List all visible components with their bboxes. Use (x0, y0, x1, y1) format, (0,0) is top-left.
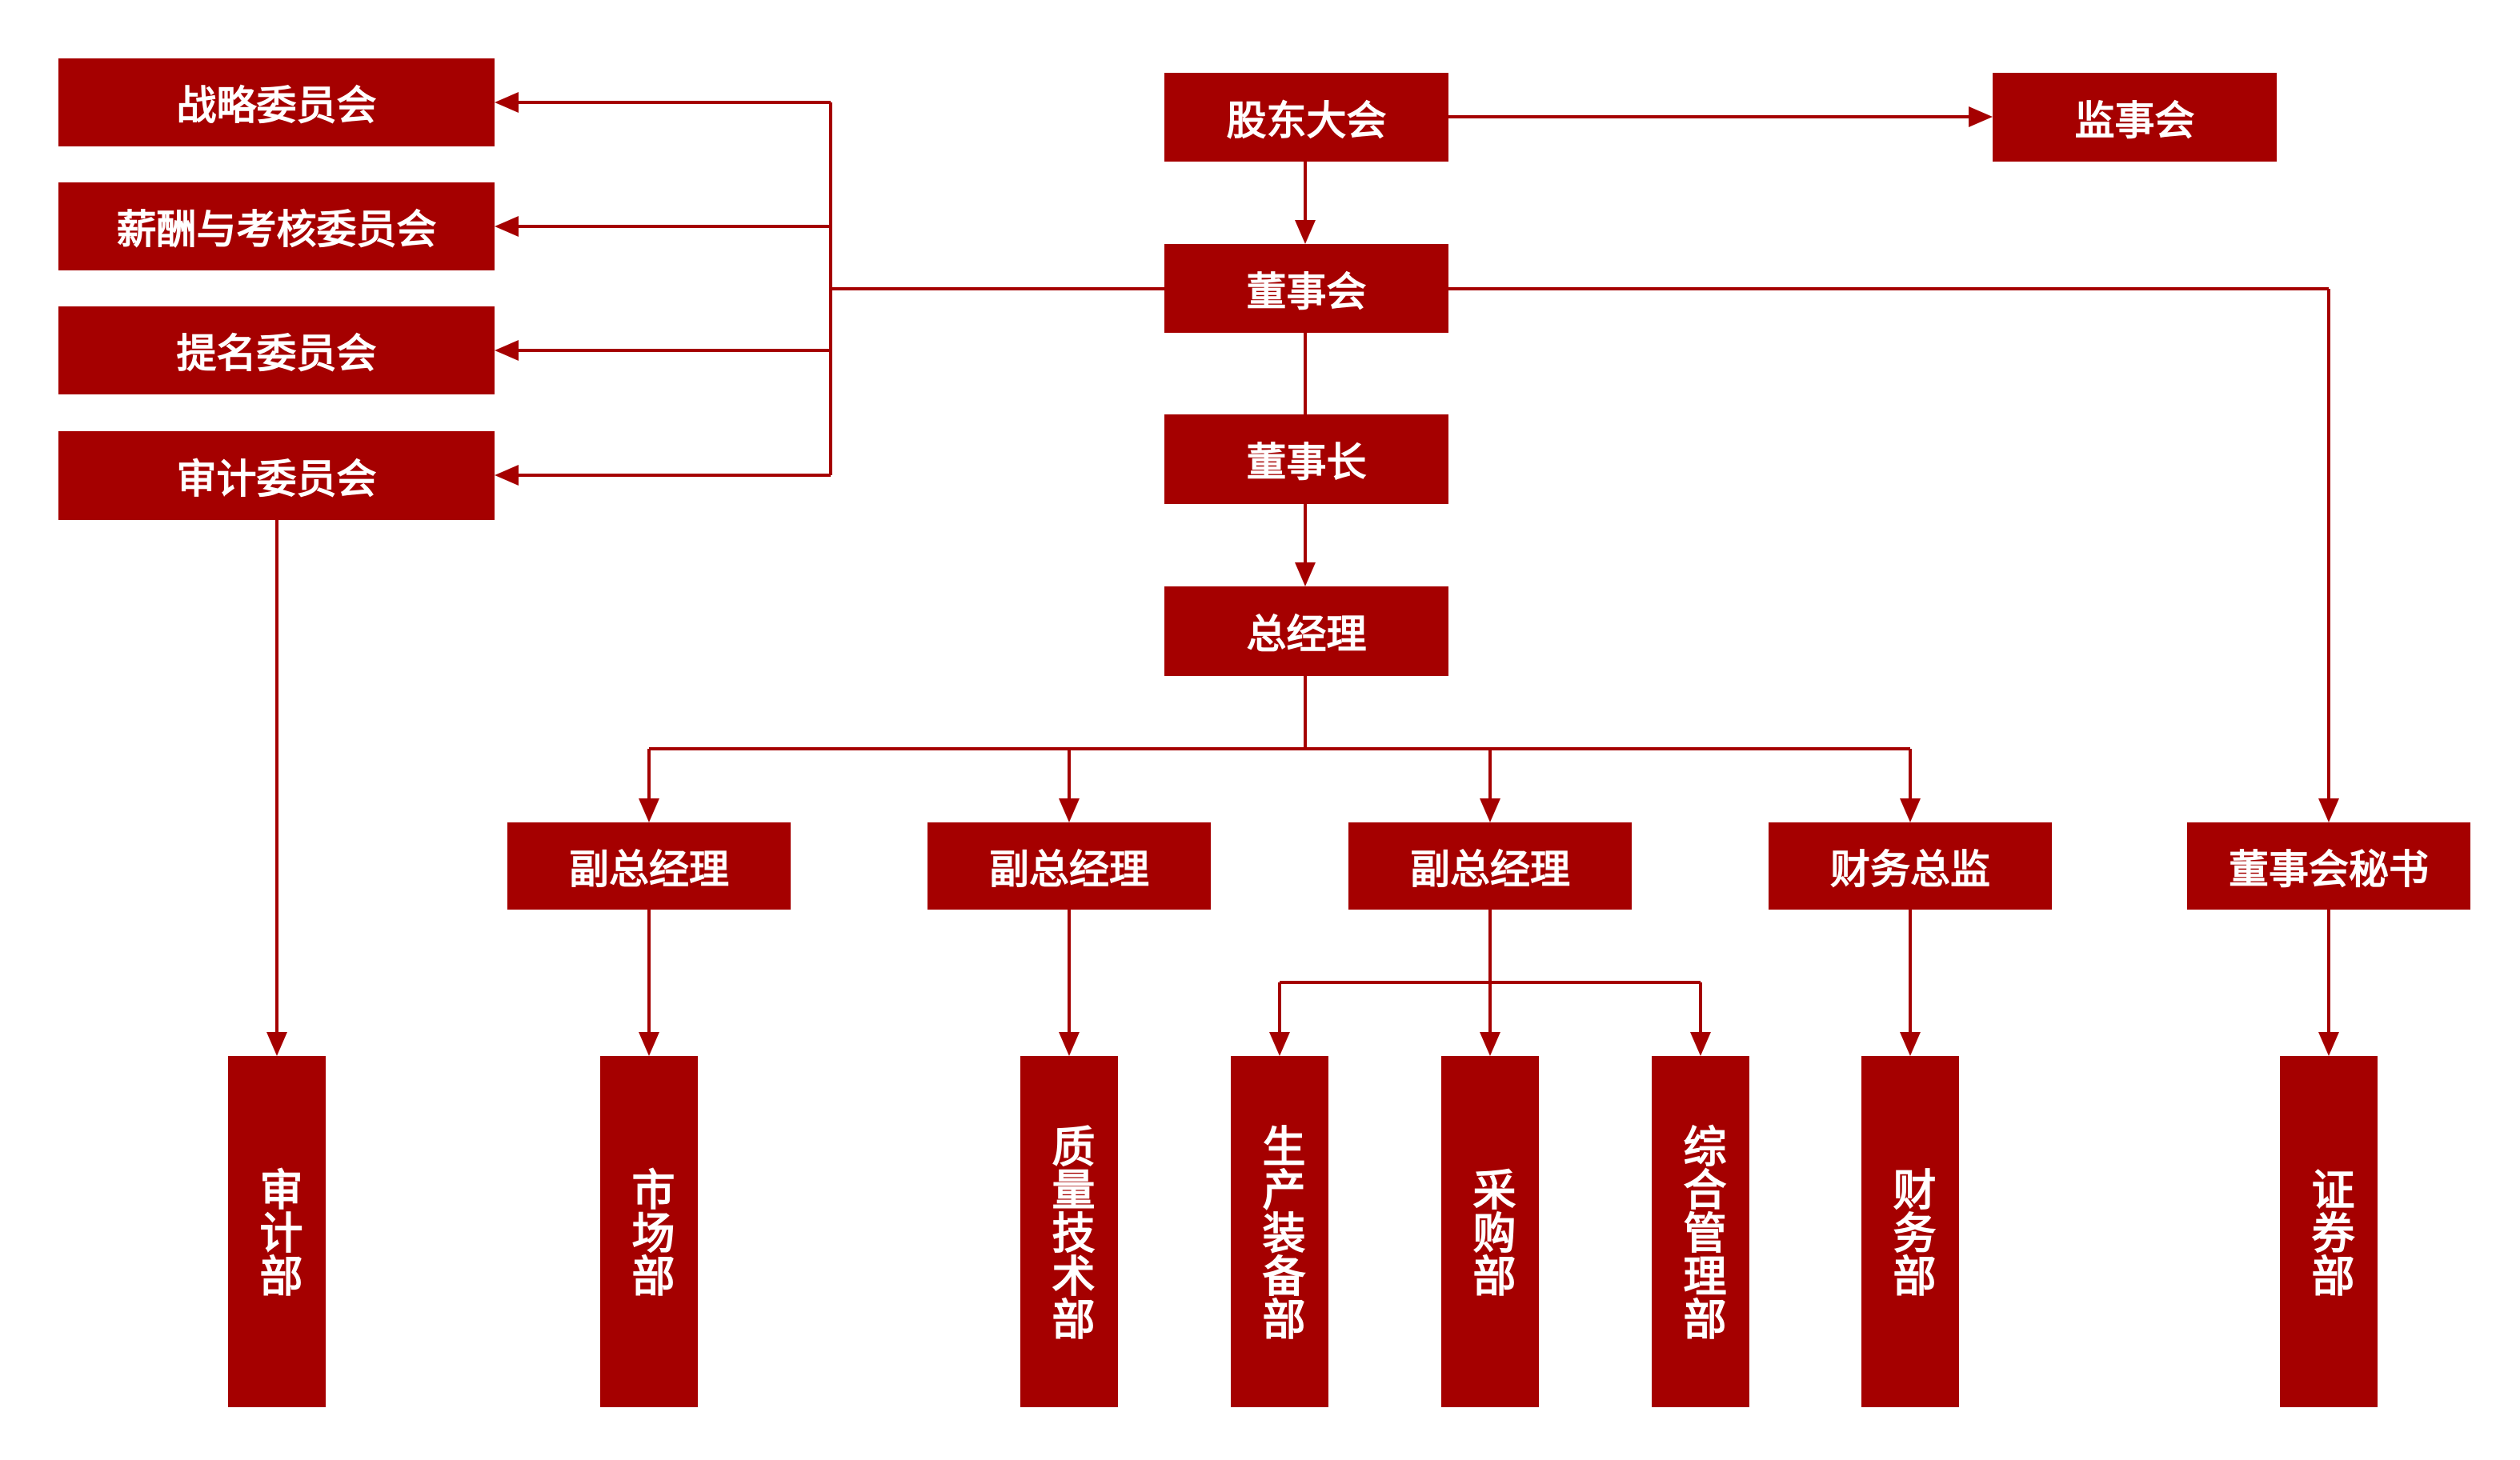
deputy-gm-box-1: 副总经理 (507, 822, 791, 910)
cfo-box: 财务总监 (1769, 822, 2052, 910)
production-equipment-dept-box: 生产装备部 (1231, 1056, 1328, 1407)
audit-dept-box: 审计部 (228, 1056, 326, 1407)
arrowhead (1059, 1032, 1080, 1056)
arrowhead (1480, 1032, 1500, 1056)
arrowhead (2318, 1032, 2339, 1056)
audit-committee-box: 审计委员会 (58, 431, 495, 520)
arrowhead (1295, 220, 1316, 244)
arrowhead (639, 1032, 659, 1056)
arrowhead (1059, 798, 1080, 822)
marketing-dept-box: 市场部 (600, 1056, 698, 1407)
strategy-committee-box: 战略委员会 (58, 58, 495, 146)
arrowhead (266, 1032, 287, 1056)
quality-tech-dept-label: 质量技术部 (1044, 1123, 1095, 1340)
strategy-committee-label: 战略委员会 (176, 82, 377, 129)
compensation-committee-label: 薪酬与考核委员会 (116, 206, 437, 253)
finance-dept-label: 财务部 (1885, 1166, 1936, 1297)
supervisory-board-box: 监事会 (1993, 73, 2277, 162)
general-admin-dept-label: 综合管理部 (1676, 1123, 1726, 1340)
securities-dept-label: 证券部 (2304, 1166, 2354, 1297)
finance-dept-box: 财务部 (1861, 1056, 1959, 1407)
deputy-gm-box-2: 副总经理 (927, 822, 1211, 910)
compensation-committee-box: 薪酬与考核委员会 (58, 182, 495, 270)
arrowhead (1900, 798, 1921, 822)
quality-tech-dept-box: 质量技术部 (1020, 1056, 1118, 1407)
deputy-gm-label-1: 副总经理 (569, 846, 729, 893)
board-secretary-label: 董事会秘书 (2229, 846, 2429, 893)
arrowhead (1690, 1032, 1711, 1056)
deputy-gm-box-3: 副总经理 (1348, 822, 1632, 910)
chairman-box: 董事长 (1164, 414, 1448, 504)
arrowhead (495, 465, 519, 486)
arrowhead (495, 92, 519, 113)
board-secretary-box: 董事会秘书 (2187, 822, 2470, 910)
chairman-label: 董事长 (1246, 439, 1367, 486)
arrowhead (495, 340, 519, 361)
nomination-committee-label: 提名委员会 (176, 330, 377, 377)
arrowhead (1900, 1032, 1921, 1056)
procurement-dept-box: 采购部 (1441, 1056, 1539, 1407)
board-of-directors-label: 董事会 (1246, 268, 1367, 315)
general-manager-label: 总经理 (1246, 611, 1367, 658)
procurement-dept-label: 采购部 (1465, 1166, 1516, 1297)
audit-dept-label: 审计部 (252, 1166, 302, 1297)
shareholders-meeting-label: 股东大会 (1226, 97, 1387, 144)
securities-dept-box: 证券部 (2280, 1056, 2378, 1407)
arrowhead (1269, 1032, 1290, 1056)
shareholders-meeting-box: 股东大会 (1164, 73, 1448, 162)
board-of-directors-box: 董事会 (1164, 244, 1448, 333)
deputy-gm-label-3: 副总经理 (1410, 846, 1570, 893)
nomination-committee-box: 提名委员会 (58, 306, 495, 394)
arrowhead (2318, 798, 2339, 822)
general-admin-dept-box: 综合管理部 (1652, 1056, 1749, 1407)
cfo-label: 财务总监 (1830, 846, 1990, 893)
arrowhead (1295, 562, 1316, 586)
production-equipment-dept-label: 生产装备部 (1255, 1123, 1305, 1340)
arrowhead (495, 216, 519, 237)
general-manager-box: 总经理 (1164, 586, 1448, 676)
supervisory-board-label: 监事会 (2074, 97, 2195, 144)
arrowhead (1480, 798, 1500, 822)
audit-committee-label: 审计委员会 (176, 455, 377, 502)
arrowhead (1969, 106, 1993, 127)
arrowhead (639, 798, 659, 822)
deputy-gm-label-2: 副总经理 (989, 846, 1149, 893)
marketing-dept-label: 市场部 (624, 1166, 675, 1297)
